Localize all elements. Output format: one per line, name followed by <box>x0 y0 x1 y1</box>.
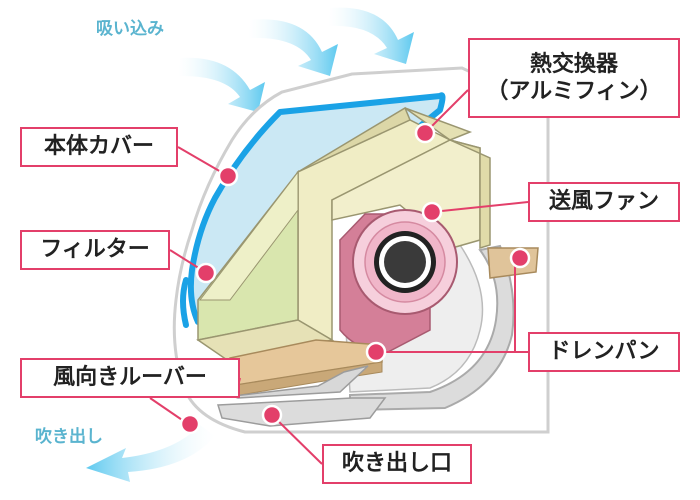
dot-fan <box>421 201 443 223</box>
label-louver: 風向きルーバー <box>20 358 240 398</box>
label-drain-pan: ドレンパン <box>528 332 680 372</box>
dot-heat-exchanger <box>414 122 436 144</box>
label-outlet-port: 吹き出し口 <box>322 444 472 484</box>
label-heat-exchanger-line1: 熱交換器 <box>529 51 618 77</box>
label-fan-text: 送風ファン <box>548 189 659 215</box>
dot-outlet-port <box>261 404 283 426</box>
outlet-port-panel <box>217 397 387 427</box>
leader-dots <box>179 122 531 435</box>
label-heat-exchanger: 熱交換器 （アルミフィン） <box>468 38 680 118</box>
label-body-cover: 本体カバー <box>20 127 178 167</box>
label-heat-exchanger-line2: （アルミフィン） <box>486 79 662 104</box>
dot-body-cover <box>217 165 239 187</box>
label-drain-pan-text: ドレンパン <box>548 339 660 365</box>
outlet-text: 吹き出し <box>35 427 103 447</box>
label-filter-text: フィルター <box>40 237 150 263</box>
label-fan: 送風ファン <box>528 182 680 222</box>
dot-drain-pan-rear <box>509 247 531 269</box>
heat-exchanger <box>196 106 491 363</box>
intake-arrows <box>178 7 414 112</box>
dot-drain-pan-front <box>365 341 387 363</box>
label-louver-text: 風向きルーバー <box>53 365 207 391</box>
dot-filter <box>195 262 217 284</box>
outlet-arrow <box>86 425 215 482</box>
fan-casing <box>349 244 515 412</box>
label-outlet-port-text: 吹き出し口 <box>341 451 452 477</box>
intake-arrow <box>328 7 414 65</box>
filter-edge <box>180 277 189 328</box>
label-body-cover-text: 本体カバー <box>43 134 154 160</box>
dot-louver <box>179 413 201 435</box>
intake-arrow <box>248 19 338 76</box>
intake-text: 吸い込み <box>96 19 164 39</box>
louver <box>213 365 369 399</box>
label-filter: フィルター <box>20 230 170 270</box>
intake-arrow <box>178 57 265 112</box>
fan-cylinder <box>339 209 458 353</box>
